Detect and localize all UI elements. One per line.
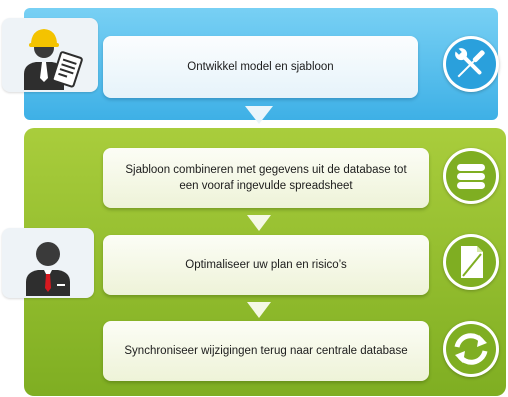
arrow-down-1 (245, 106, 273, 124)
step-develop-model-label: Ontwikkel model en sjabloon (187, 61, 334, 73)
spreadsheet-circle (443, 234, 499, 290)
database-icon (446, 151, 496, 201)
sync-circle (443, 321, 499, 377)
step-sync-changes-label: Synchroniseer wijzigingen terug naar cen… (124, 345, 408, 357)
businessman-card (2, 228, 94, 298)
sync-icon (446, 324, 496, 374)
document-icon (446, 237, 496, 287)
step-combine-template: Sjabloon combineren met gegevens uit de … (103, 148, 429, 208)
businessman-icon (26, 242, 70, 296)
arrow-down-3 (247, 302, 271, 318)
arrow-down-2 (247, 215, 271, 231)
step-combine-template-label: Sjabloon combineren met gegevens uit de … (125, 164, 407, 192)
database-circle (443, 148, 499, 204)
step-optimize-plan: Optimaliseer uw plan en risico’s (103, 235, 429, 295)
wrench-screwdriver-icon (446, 39, 496, 89)
engineer-card (2, 18, 98, 92)
step-develop-model: Ontwikkel model en sjabloon (103, 36, 418, 98)
step-sync-changes: Synchroniseer wijzigingen terug naar cen… (103, 321, 429, 381)
engineer-icon (24, 29, 83, 90)
tools-circle (443, 36, 499, 92)
step-optimize-plan-label: Optimaliseer uw plan en risico’s (185, 259, 347, 271)
